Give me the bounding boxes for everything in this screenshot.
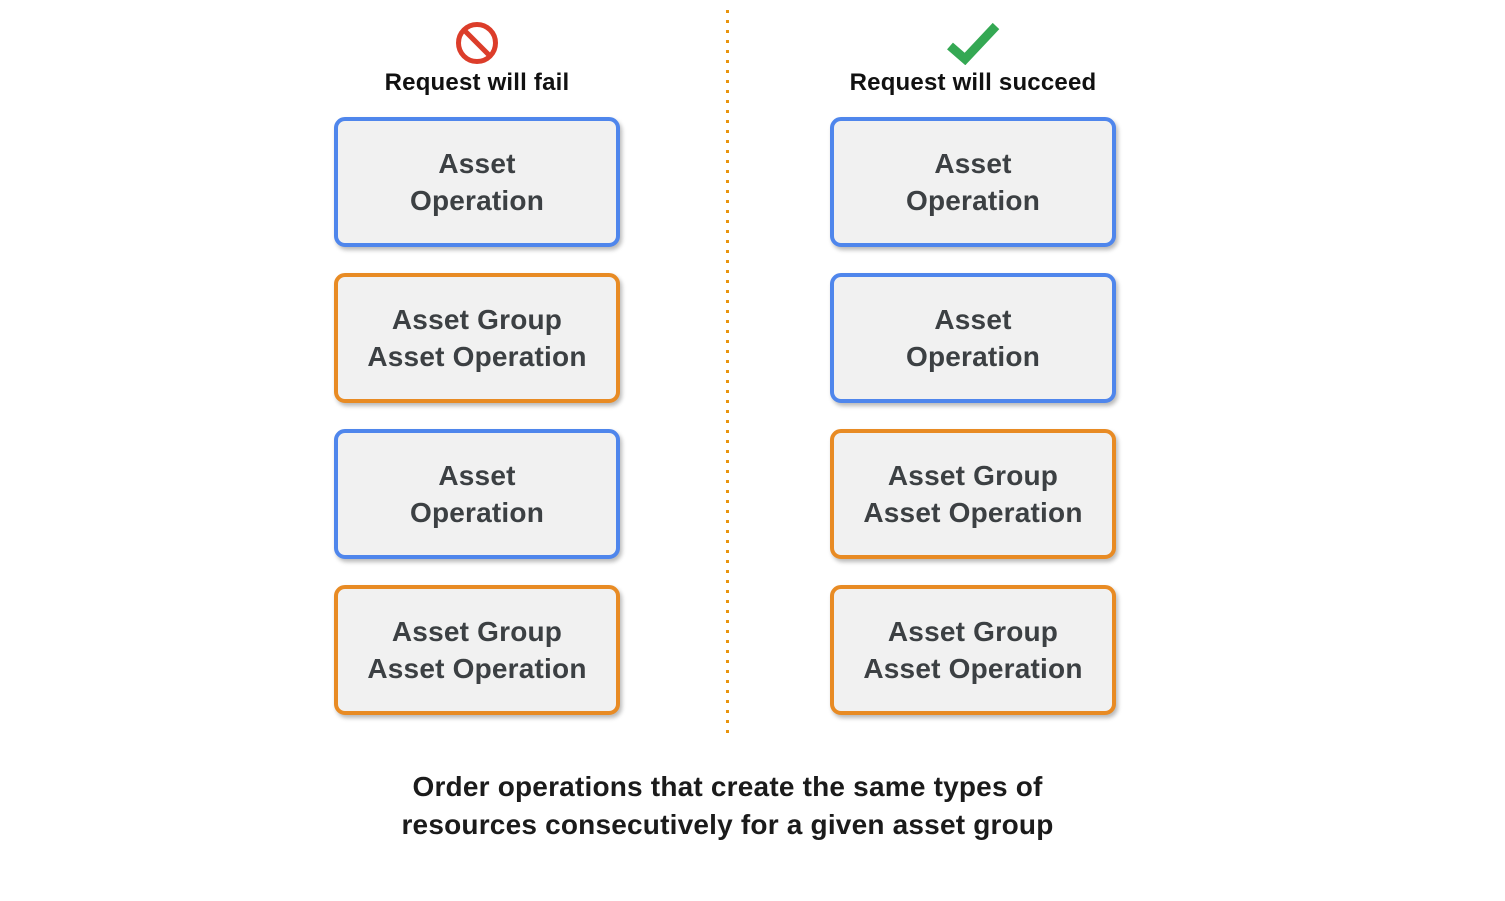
box-label: Asset Operation [905, 148, 1041, 216]
fail-column-title: Request will fail [384, 69, 570, 96]
fail-box-asset-operation-1: Asset Operation [334, 117, 620, 247]
succeed-box-asset-group-asset-operation-2: Asset Group Asset Operation [830, 585, 1116, 715]
box-label: Asset Operation [905, 304, 1041, 372]
box-label: Asset Group Asset Operation [863, 616, 1083, 684]
succeed-box-asset-group-asset-operation-1: Asset Group Asset Operation [830, 429, 1116, 559]
fail-box-asset-group-asset-operation-1: Asset Group Asset Operation [334, 273, 620, 403]
prohibition-icon [455, 22, 499, 64]
box-label: Asset Group Asset Operation [367, 304, 587, 372]
succeed-box-asset-operation-2: Asset Operation [830, 273, 1116, 403]
succeed-box-asset-operation-1: Asset Operation [830, 117, 1116, 247]
diagram-caption: Order operations that create the same ty… [401, 771, 1054, 840]
fail-box-asset-group-asset-operation-2: Asset Group Asset Operation [334, 585, 620, 715]
box-label: Asset Group Asset Operation [367, 616, 587, 684]
succeed-column-title: Request will succeed [849, 69, 1097, 96]
box-label: Asset Group Asset Operation [863, 460, 1083, 528]
box-label: Asset Operation [409, 460, 545, 528]
check-icon [944, 22, 1002, 65]
column-divider [726, 10, 729, 736]
box-label: Asset Operation [409, 148, 545, 216]
fail-box-asset-operation-2: Asset Operation [334, 429, 620, 559]
fail-column: Request will fail Asset Operation Asset … [334, 22, 620, 715]
succeed-column: Request will succeed Asset Operation Ass… [830, 22, 1116, 715]
